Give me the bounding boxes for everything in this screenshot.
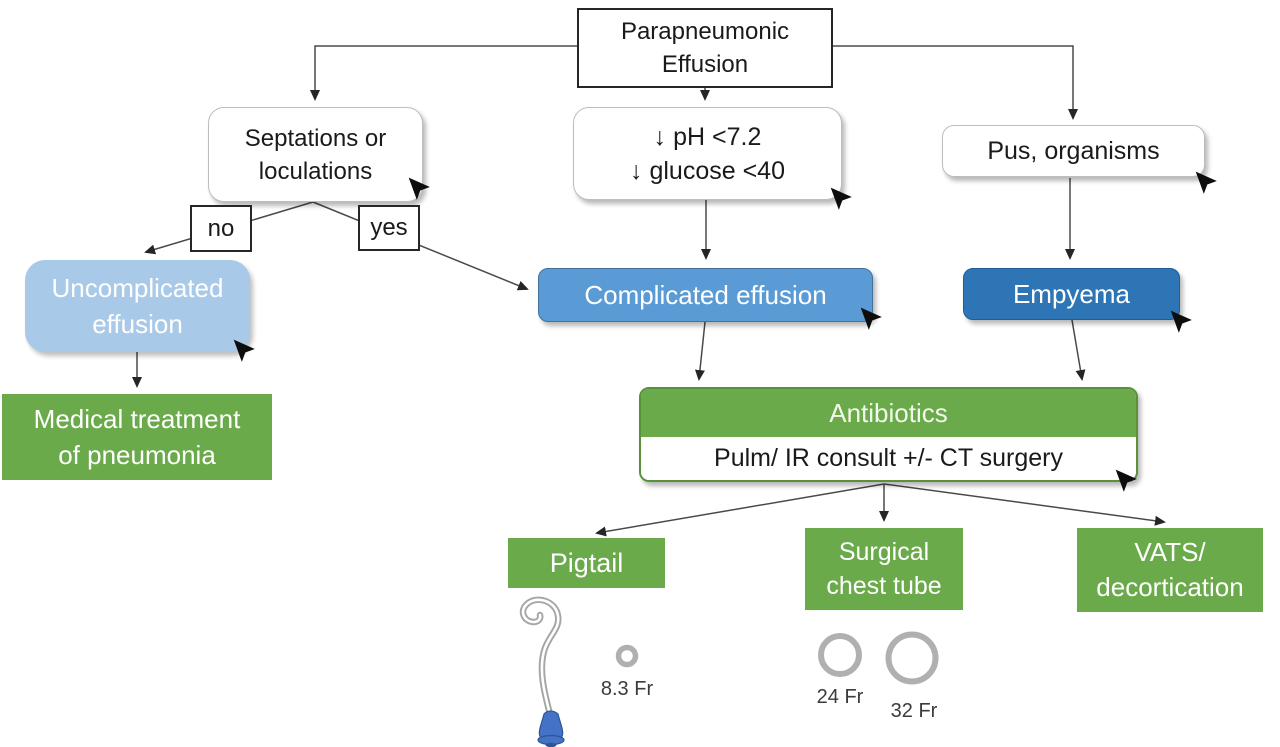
cursor-icon: [406, 176, 432, 202]
node-label-line: Septations or: [244, 124, 387, 152]
node-medical-treatment: Medical treatment of pneumonia: [2, 394, 272, 480]
cursor-icon: [828, 186, 854, 212]
node-label-line: no: [207, 214, 235, 242]
node-ph-glucose: ↓ pH <7.2 ↓ glucose <40: [573, 107, 842, 200]
edge-septations-yes-complicated: [312, 201, 529, 291]
antibiotics-consult-note: Pulm/ IR consult +/- CT surgery: [641, 437, 1136, 480]
node-label-line: ↓ pH <7.2: [653, 122, 762, 151]
node-label-line: effusion: [92, 309, 183, 339]
cursor-icon: [1193, 170, 1219, 196]
pigtail-catheter-illustration: [519, 596, 565, 747]
branch-label-no: no: [190, 205, 252, 252]
edge-empyema-to-antibiotics: [1071, 319, 1086, 381]
edge-root-to-septations: [310, 45, 577, 101]
node-pigtail: Pigtail: [508, 538, 665, 588]
node-label-line: loculations: [258, 157, 373, 185]
node-complicated-effusion: Complicated effusion: [538, 268, 873, 322]
node-label-line: Pus, organisms: [987, 136, 1160, 165]
node-label-line: ↓ glucose <40: [630, 156, 785, 185]
node-label-line: Complicated effusion: [584, 279, 827, 310]
size-label-24fr: 24 Fr: [816, 686, 864, 708]
node-antibiotics: Antibiotics Pulm/ IR consult +/- CT surg…: [639, 387, 1138, 482]
node-label-line: Medical treatment: [33, 404, 241, 434]
node-label-line: of pneumonia: [58, 440, 216, 470]
node-empyema: Empyema: [963, 268, 1180, 320]
ring-32fr: [885, 631, 939, 685]
size-label-8fr: 8.3 Fr: [600, 678, 654, 700]
node-label-line: yes: [370, 214, 408, 241]
node-uncomplicated-effusion: Uncomplicated effusion: [25, 260, 250, 352]
node-label-line: Effusion: [661, 51, 749, 78]
edge-antibiotics-to-vats: [883, 483, 1166, 526]
node-surgical-chest-tube: Surgical chest tube: [805, 528, 963, 610]
node-label-line: Uncomplicated: [51, 273, 224, 303]
cursor-icon: [1168, 309, 1194, 335]
node-label-line: decortication: [1096, 572, 1244, 602]
cursor-icon: [858, 306, 884, 332]
node-label-line: Empyema: [1012, 278, 1131, 309]
cursor-icon: [1113, 468, 1139, 494]
node-label-line: Surgical: [838, 538, 930, 566]
antibiotics-header: Antibiotics: [641, 389, 1136, 437]
edge-complicated-to-antibiotics: [694, 321, 706, 381]
node-pus-organisms: Pus, organisms: [942, 125, 1205, 177]
node-parapneumonic-effusion: Parapneumonic Effusion: [577, 8, 833, 88]
branch-label-yes: yes: [358, 205, 420, 251]
edge-root-to-pus: [833, 45, 1078, 120]
cursor-icon: [231, 338, 257, 364]
node-label-line: Pigtail: [549, 547, 624, 578]
ring-8fr: [615, 644, 639, 668]
size-label-32fr: 32 Fr: [890, 700, 938, 722]
edge-antibiotics-to-pigtail: [595, 483, 885, 537]
node-septations-loculations: Septations or loculations: [208, 107, 423, 202]
ring-24fr: [818, 633, 862, 677]
node-label-line: VATS/: [1134, 537, 1206, 567]
node-label-line: chest tube: [826, 572, 942, 600]
node-vats-decortication: VATS/ decortication: [1077, 528, 1263, 612]
node-label-line: Parapneumonic: [620, 18, 790, 45]
